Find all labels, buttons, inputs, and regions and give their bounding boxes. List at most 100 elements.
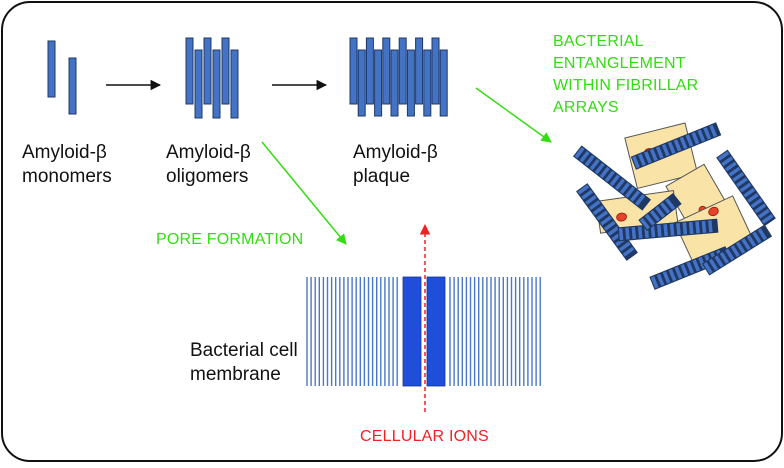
fibril-segment [618,240,632,253]
fibril-segment [746,234,757,248]
fibril-segment [702,261,714,275]
fibril-array [573,145,651,211]
fibril-segment [629,189,641,203]
fibril-segment [724,247,736,262]
fibril-segment [731,171,745,183]
plaque-rod [398,37,407,105]
fibril-segment [672,138,683,153]
plaque-rod [382,37,391,105]
oligomers-label-line1: Amyloid-β [166,142,251,163]
fibril-segment [666,140,677,155]
fibril-segment [588,157,601,172]
fibril-backbone [573,145,651,211]
plaque-rod [374,49,383,117]
fibril-segment [664,197,677,211]
fibril-segment [756,227,768,241]
membrane-label-line1: Bacterial cell [190,340,298,361]
fibril-segment [694,220,701,235]
fibril-segment [576,183,591,196]
membrane-pore [402,276,446,387]
amyloid-oligomers [185,37,239,119]
fibril-segment [749,197,764,209]
fibril-segment [631,155,641,170]
amyloid-monomers [47,40,77,115]
fibril-segment [681,221,688,236]
fibril-array [701,224,773,276]
fibril-segment [724,160,738,173]
monomers-label-line1: Amyloid-β [22,142,107,163]
fibril-segment [738,181,753,194]
fibril-segment [688,221,695,235]
amyloid-plaque [349,37,448,117]
fibril-segment [637,225,644,240]
fibril-segment [729,244,741,258]
plaque-rod [357,49,366,117]
fibril-array [617,218,719,242]
fibril-segment [662,223,669,237]
entanglement-label-line1: BACTERIAL [553,33,644,50]
entanglement-label-line2: ENTANGLEMENT [553,55,686,72]
fibril-segment [584,194,598,206]
fibril-segment [588,199,602,211]
plaque-rod [365,37,374,105]
fibril-segment [644,213,656,227]
cellular-ions-label: CELLULAR IONS [360,428,489,445]
oligomers-label-line2: oligomers [166,166,249,187]
fibril-segment [751,230,763,245]
fibril-segment [713,254,725,269]
monomers-label-line2: monomers [22,166,112,187]
plaque-rod [431,37,440,105]
fibril-segment [661,270,672,285]
plaque-rod [415,37,424,105]
plaque-rod [406,49,415,117]
fibril-segment [702,126,712,141]
fibril-segment [667,268,678,283]
entanglement-label-line3: WITHIN FIBRILLAR [553,77,699,94]
fibril-segment [740,237,752,252]
fibril-segment [679,263,690,278]
fibril-segment [650,275,660,290]
fibril-segment [599,214,613,227]
fibril-array [649,246,731,290]
fibril-segment [720,155,734,167]
fibril-segment [573,146,586,160]
fibril-segment [580,188,594,201]
plaque-rod [439,49,448,117]
fibril-segment [753,202,767,215]
fibril-array [638,192,682,232]
fibril-segment [669,222,676,237]
fibril-segment [603,220,617,232]
fibril-segment [639,217,651,231]
fibril-segment [684,133,695,148]
fibril-segment [598,165,611,179]
bacteria-cluster [573,122,776,290]
fibril-segment [690,131,701,146]
fibril-segment [643,150,653,165]
fibril-segment [656,224,663,238]
entanglement-arrow [475,87,552,143]
plaque-label-line2: plaque [353,166,411,187]
fibril-segment [742,186,756,199]
fibril-segment [637,152,647,167]
fibril-segment [593,161,606,176]
plaque-rod [349,37,358,105]
fibril-segment [691,258,701,273]
bacterial-membrane [306,277,541,386]
pore-formation-arrow [261,141,347,245]
fibril-segment [603,169,616,183]
fibril-segment [618,227,625,241]
fibril-segment [746,192,760,204]
fibril-segment [649,209,661,223]
fibril-segment [578,150,591,164]
fibril-segment [716,150,731,162]
fibril-segment [649,148,659,162]
fibril-segment [619,181,631,195]
fibril-segment [718,251,730,265]
fibril-segment [673,265,684,280]
fibril-segment [621,245,636,258]
fibril-array [716,149,776,227]
fibril-segment [708,257,719,272]
plaque-rod [423,49,432,117]
fibril-segment [675,222,682,236]
